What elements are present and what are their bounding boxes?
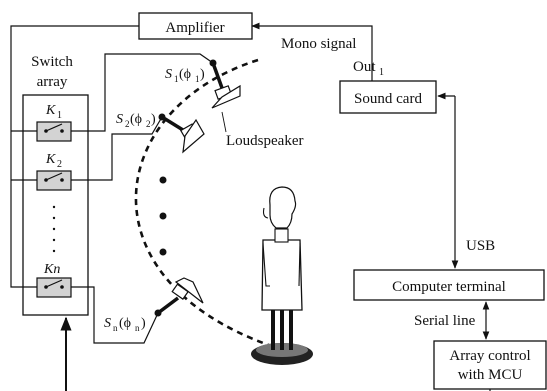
svg-text:n: n (113, 323, 118, 333)
serial-line-label: Serial line (414, 313, 476, 329)
sound-card-box (339, 80, 437, 114)
amplifier-label: Amplifier (165, 20, 224, 36)
mono-signal-label: Mono signal (281, 36, 356, 52)
computer-terminal-box (353, 269, 545, 301)
svg-text:n: n (135, 323, 140, 333)
loudspeaker-s2 (158, 113, 205, 154)
sound-card-to-amplifier-wire (251, 22, 373, 81)
svg-text:S: S (165, 67, 172, 82)
switch-k2-sub: 2 (57, 159, 62, 170)
svg-text:S: S (116, 112, 123, 127)
array-control-line2: with MCU (458, 367, 523, 383)
switch-k1-name: K (45, 103, 56, 118)
switch-kn-name: Kn (43, 262, 60, 277)
amplifier-output-bus (10, 25, 139, 288)
svg-text:(ϕ: (ϕ (179, 67, 191, 82)
switch-k1 (36, 121, 72, 142)
switch-k2-name: K (45, 152, 56, 167)
switch-k1-sub: 1 (57, 110, 62, 121)
speaker-label-sn: S n (ϕ n ) (104, 316, 146, 333)
switch-ellipsis (52, 205, 56, 253)
loudspeaker-arc (134, 58, 291, 354)
svg-text:1: 1 (195, 74, 200, 84)
speaker-ellipsis (159, 176, 167, 256)
out-label: Out (353, 59, 376, 75)
switch-array-title-1: Switch (31, 54, 73, 70)
switch-k2-contact2 (60, 178, 64, 182)
switch-kn-contact2 (60, 285, 64, 289)
mannequin-icon (251, 186, 313, 365)
loudspeaker-label: Loudspeaker (226, 133, 303, 149)
svg-text:2: 2 (125, 119, 130, 129)
switch-k2-blade (45, 172, 63, 181)
loudspeaker-sn (154, 277, 204, 317)
svg-text:): ) (151, 112, 156, 127)
switch-k1-contact2 (60, 129, 64, 133)
computer-terminal-label: Computer terminal (392, 279, 506, 295)
usb-label: USB (466, 238, 495, 254)
k1-to-s1-wire (71, 53, 214, 132)
svg-text:S: S (104, 316, 111, 331)
svg-text:): ) (141, 316, 146, 331)
speaker-label-s2: S 2 (ϕ 2 ) (116, 112, 156, 129)
switch-k1-blade (45, 123, 63, 132)
switch-kn-blade (45, 279, 63, 288)
loudspeaker-leader (221, 111, 227, 133)
speaker-label-s1: S 1 (ϕ 1 ) (165, 67, 205, 84)
svg-text:2: 2 (146, 119, 151, 129)
svg-text:(ϕ: (ϕ (130, 112, 142, 127)
switch-kn (36, 277, 72, 298)
svg-text:): ) (200, 67, 205, 82)
sound-card-label: Sound card (354, 91, 422, 107)
kn-to-sn-wire (71, 286, 159, 344)
loudspeaker-s1 (209, 59, 241, 109)
array-control-line1: Array control (449, 348, 530, 364)
array-control-box (433, 340, 547, 390)
svg-text:(ϕ: (ϕ (119, 316, 131, 331)
switch-k2 (36, 170, 72, 191)
out-sub: 1 (379, 67, 384, 78)
k2-to-s2-wire (71, 116, 163, 181)
svg-text:1: 1 (174, 74, 179, 84)
switch-array-title-2: array (37, 74, 68, 90)
